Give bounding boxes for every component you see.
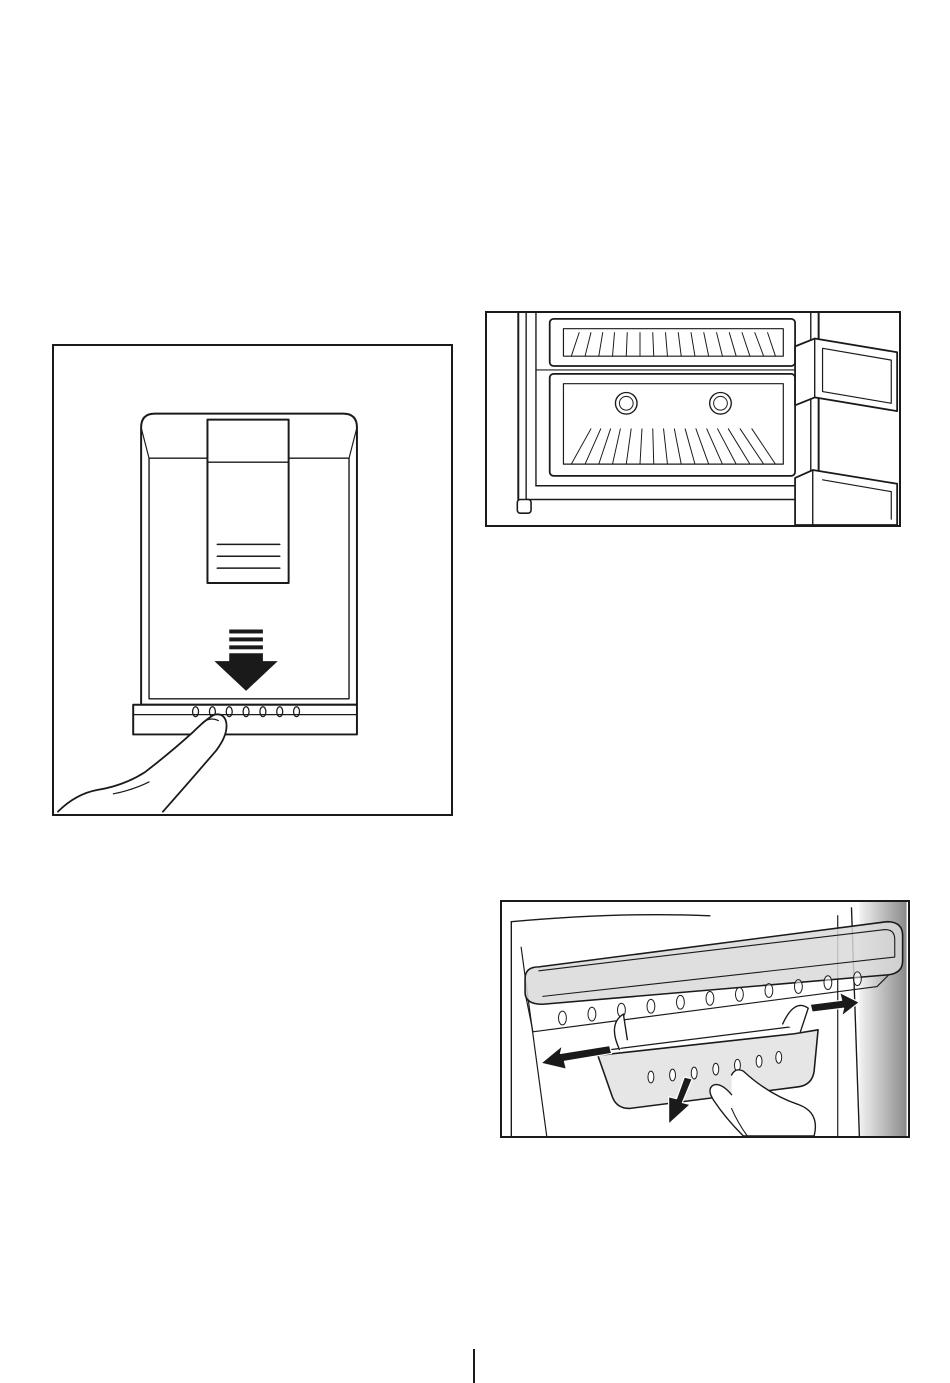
- drip-tray: [133, 705, 357, 735]
- water-dispenser-figure: [52, 344, 453, 816]
- freezer-drawer-icon: [550, 319, 795, 366]
- door-bin: [598, 1005, 818, 1108]
- door-shelf-icon: [525, 922, 903, 1032]
- freezer-compartment-figure: [485, 311, 901, 527]
- door-shelf-figure: [500, 900, 910, 1138]
- door-shelf-illustration: [502, 902, 908, 1136]
- right-arrow-icon: [810, 992, 859, 1016]
- page-number-divider: [473, 1349, 475, 1383]
- cabinet-foot: [517, 499, 531, 513]
- freezer-drawer-lower: [550, 374, 795, 476]
- dispenser-lever: [207, 420, 288, 583]
- down-arrow-icon: [214, 630, 277, 691]
- freezer-compartment-illustration: [487, 313, 899, 525]
- water-dispenser-illustration: [54, 346, 451, 814]
